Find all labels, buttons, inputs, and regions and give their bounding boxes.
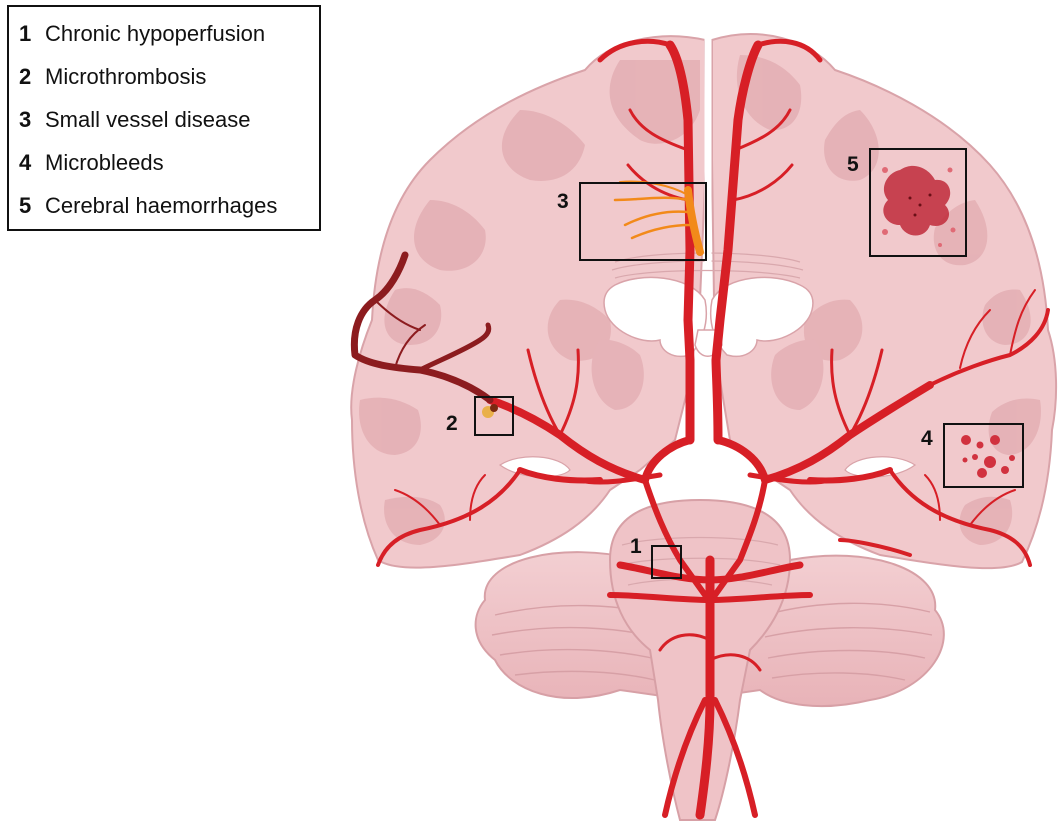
callout-number-3: 3 — [557, 190, 569, 213]
callout-number-4: 4 — [921, 427, 933, 450]
callout-number-1: 1 — [630, 535, 642, 558]
callout-number-5: 5 — [847, 153, 859, 176]
callout-number-2: 2 — [446, 412, 458, 435]
